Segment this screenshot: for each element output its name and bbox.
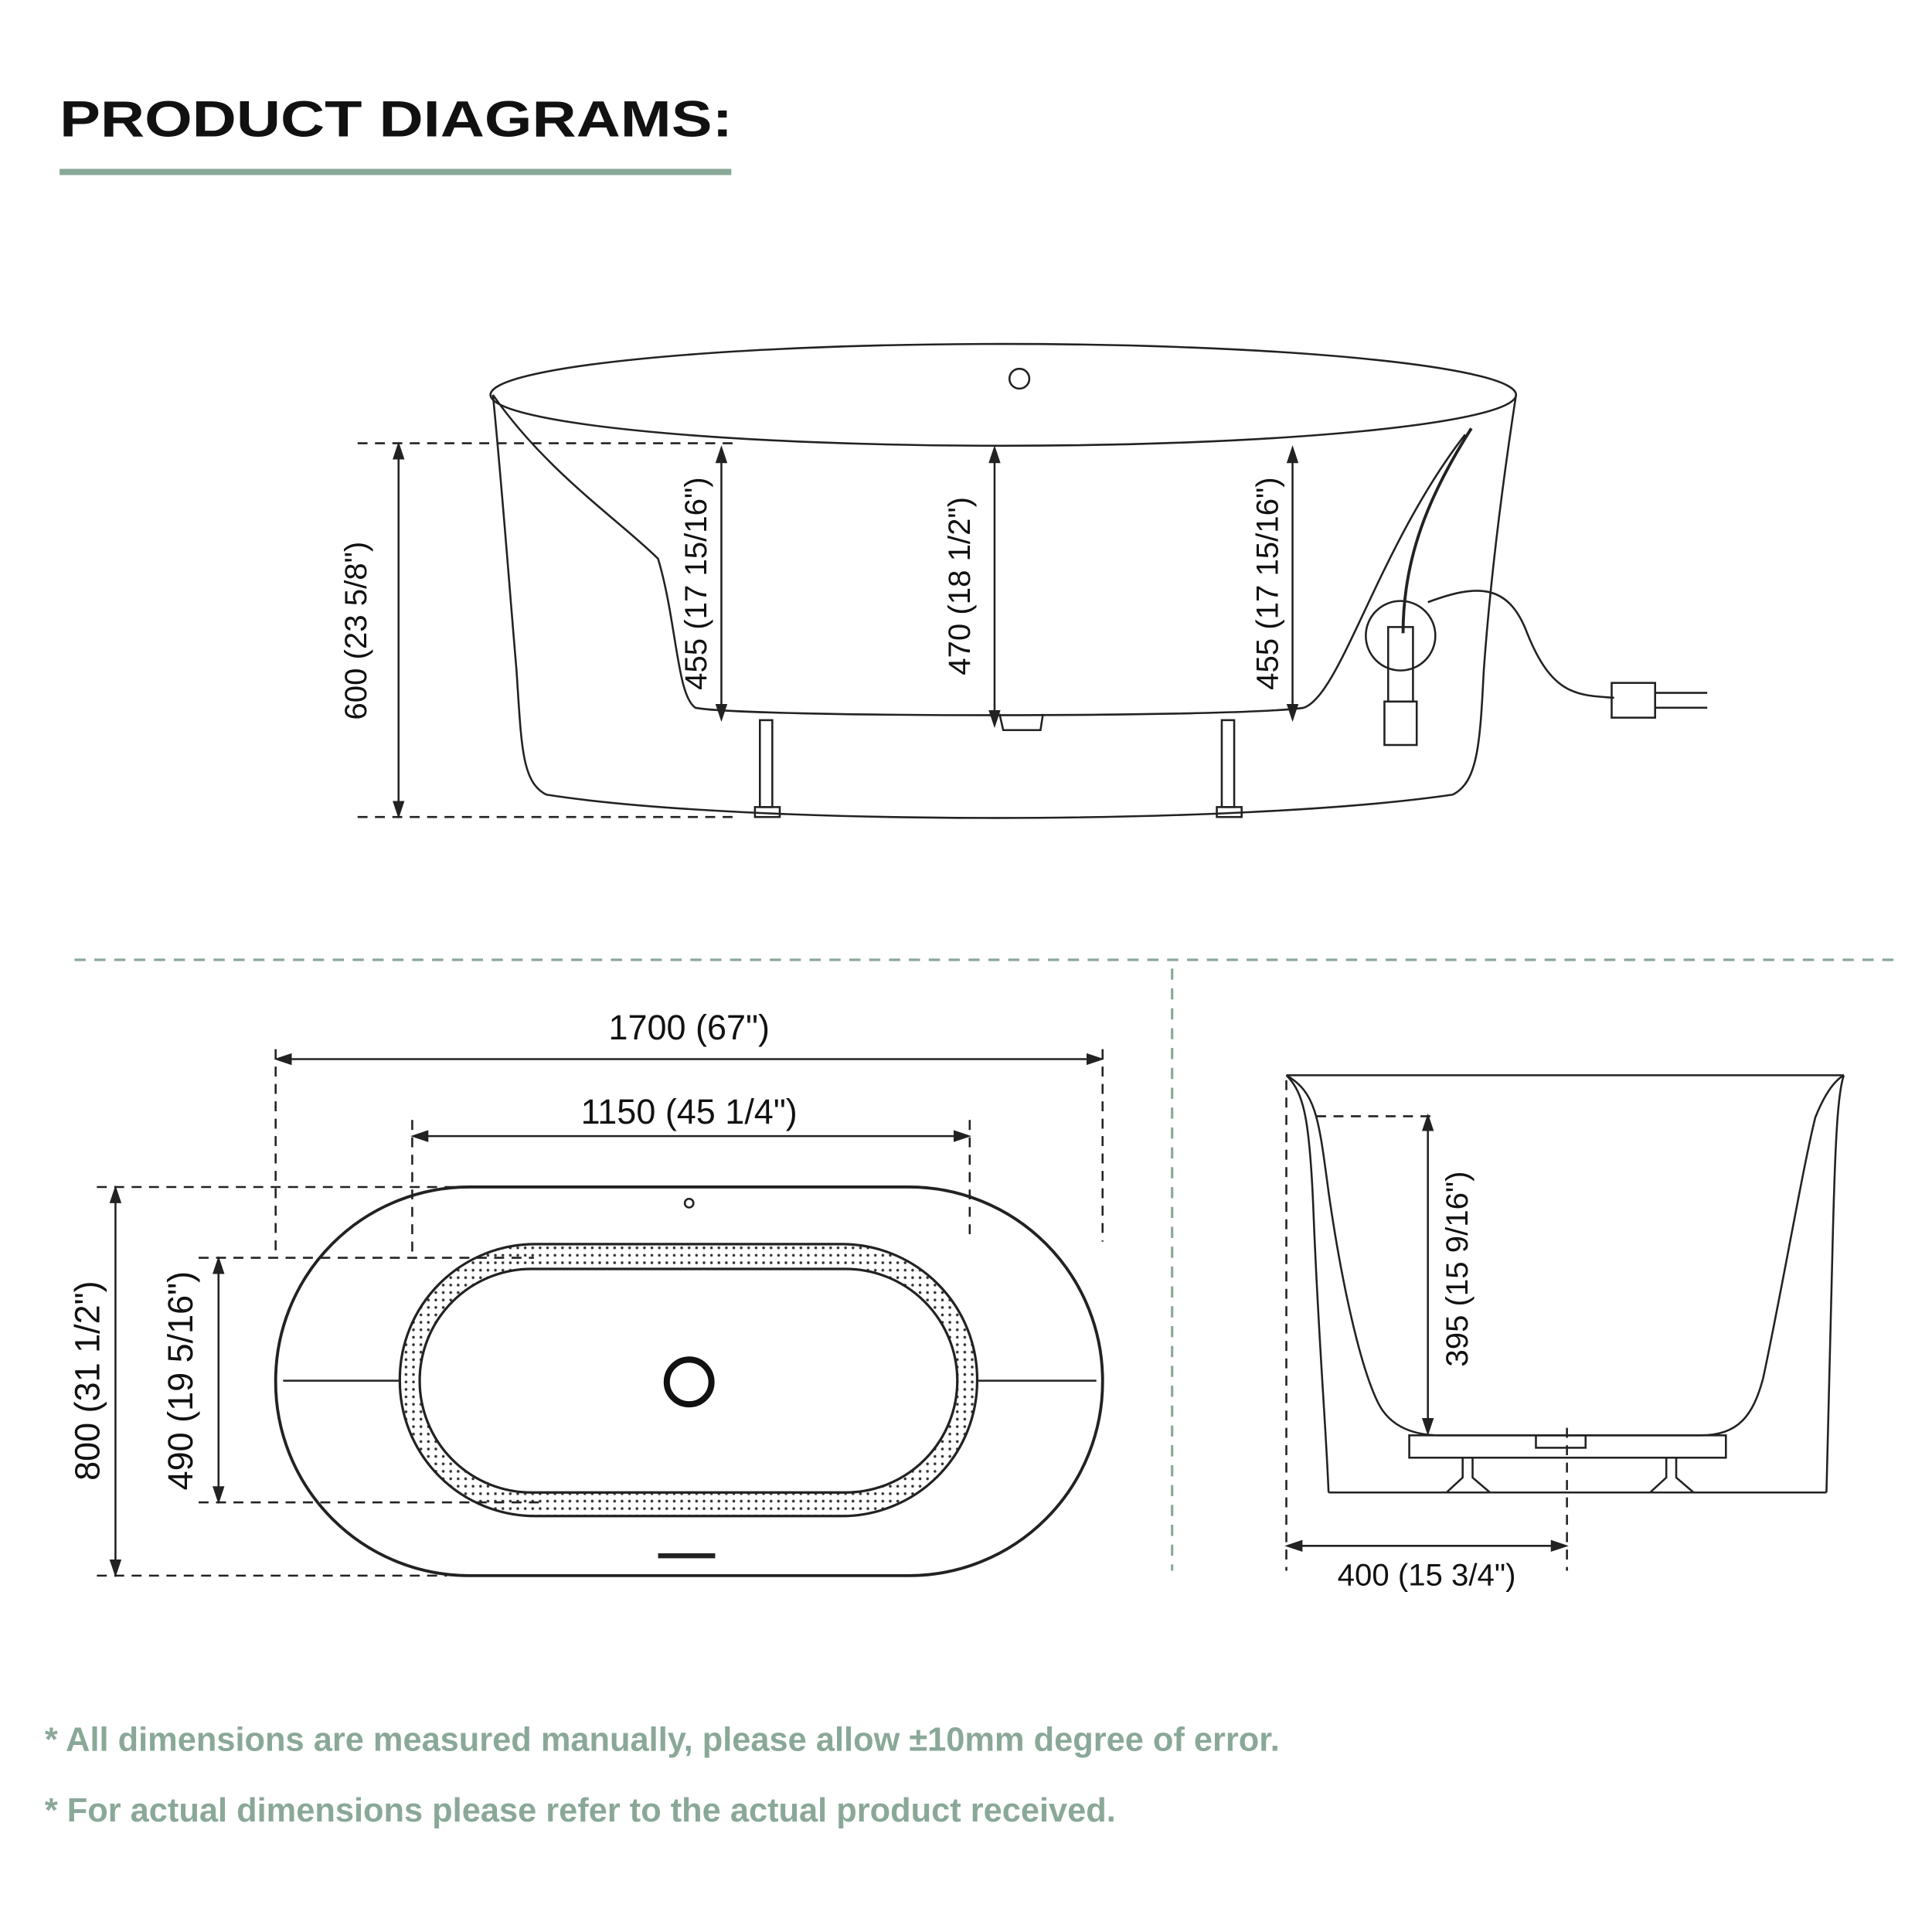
end-view: 395 (15 9/16") 400 (15 3/4") [1284,1074,1845,1593]
plug-icon [1611,682,1656,719]
left-depth-label: 455 (17 15/16") [679,477,713,689]
overall-length-label: 1700 (67") [608,1008,769,1047]
overall-width-label: 800 (31 1/2") [68,1281,107,1480]
overall-height-label: 600 (23 5/8") [338,542,373,720]
note-measurement-tolerance: * All dimensions are measured manually, … [45,1721,1280,1758]
drain-offset-label: 400 (15 3/4") [1338,1558,1516,1593]
drain-icon [663,1356,715,1408]
note-actual-product: * For actual dimensions please refer to … [45,1792,1116,1829]
front-view: 600 (23 5/8") 455 (17 15/16") 470 (18 1/… [338,342,1708,819]
inner-width-label: 490 (19 5/16") [161,1271,200,1490]
top-view: 1700 (67") 1150 (45 1/4") 800 (31 1/2") … [68,1008,1104,1578]
page-title: PRODUCT DIAGRAMS: [60,90,733,148]
center-depth-label: 470 (18 1/2") [942,497,977,675]
inner-length-label: 1150 (45 1/4") [581,1092,798,1131]
title-underline [60,168,732,175]
right-depth-label: 455 (17 15/16") [1250,477,1284,689]
power-button-icon [1008,367,1031,390]
inner-depth-label: 395 (15 9/16") [1440,1171,1475,1366]
